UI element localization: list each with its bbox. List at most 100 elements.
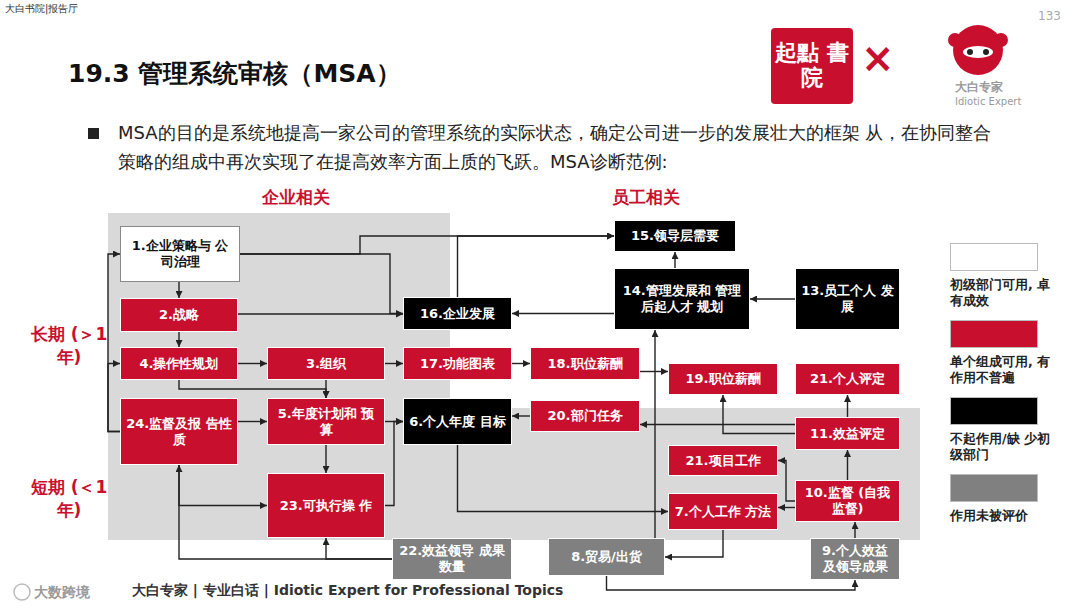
box-text: 8.贸易/出货 <box>571 549 642 565</box>
box-text: 3.组织 <box>306 356 346 372</box>
flow-arrow <box>847 395 848 417</box>
page-number: 133 <box>1038 9 1061 23</box>
box-text: 6.个人年度 目标 <box>409 414 506 430</box>
process-box: 21.个人评定 <box>795 363 900 395</box>
process-box: 4.操作性规划 <box>120 347 238 380</box>
flow-arrow <box>385 363 403 364</box>
flow-arrow <box>179 380 326 398</box>
box-text: 4.操作性规划 <box>140 356 219 372</box>
flow-arrow <box>665 530 723 557</box>
process-box: 15.领导层需要 <box>614 220 736 252</box>
flow-arrow <box>640 424 795 425</box>
flow-arrow <box>750 298 795 299</box>
process-box: 7.个人工作 方法 <box>668 493 778 530</box>
flow-arrow <box>326 538 392 559</box>
flow-arrow <box>325 445 326 473</box>
bullet-square <box>88 128 99 139</box>
flow-arrow <box>723 395 795 434</box>
process-box: 1.企业策略与 公司治理 <box>120 226 240 282</box>
legend-swatch <box>950 397 1038 425</box>
legend-text: 单个组成可用, 有作用不普遍 <box>950 354 1062 387</box>
box-text: 21.项目工作 <box>685 453 760 469</box>
flow-arrow <box>847 450 848 480</box>
flow-arrow <box>178 282 179 298</box>
process-box: 17.功能图表 <box>403 347 512 380</box>
flow-arrow <box>325 380 326 398</box>
logo-caption: 大白专家 <box>955 80 1003 94</box>
box-text: 5.年度计划和 预算 <box>273 406 379 438</box>
process-box: 24.监督及报 告性质 <box>120 398 238 465</box>
row-heading: 长期 (＞1年) <box>28 323 110 369</box>
logo-caption: Idiotic Expert <box>955 96 1021 108</box>
logo-times: × <box>861 38 895 78</box>
box-text: 18.职位薪酬 <box>547 356 622 372</box>
flow-arrow <box>512 415 530 416</box>
box-text: 14.管理发展和 管理后起人才 规划 <box>620 283 744 315</box>
process-box: 2.战略 <box>120 298 238 332</box>
flow-arrow <box>238 313 403 314</box>
process-box: 21.项目工作 <box>668 445 778 476</box>
box-text: 17.功能图表 <box>420 356 495 372</box>
watermark: 大数跨境 <box>34 584 90 601</box>
bullet-text: MSA的目的是系统地提高一家公司的管理系统的实际状态，确定公司进一步的发展壮大的… <box>118 119 998 177</box>
process-box: 10.监督 (自我监督) <box>795 480 900 522</box>
logo-box <box>771 28 853 104</box>
flow-arrow <box>654 330 655 538</box>
flow-arrow <box>179 465 267 506</box>
column-heading: 企业相关 <box>262 187 330 207</box>
box-text: 7.个人工作 方法 <box>675 504 772 520</box>
process-box: 6.个人年度 目标 <box>403 398 512 445</box>
flow-arrow <box>778 507 795 508</box>
flow-arrow <box>108 364 120 432</box>
flow-arrow <box>108 254 120 432</box>
box-text: 13.员工个人 发展 <box>801 283 894 315</box>
process-box: 23.可执行操 作 <box>267 473 385 538</box>
box-text: 20.部门任务 <box>547 408 622 424</box>
process-box: 3.组织 <box>267 347 385 380</box>
process-box: 8.贸易/出货 <box>548 538 665 576</box>
box-text: 22.效益领导 成果数量 <box>398 543 506 575</box>
legend-swatch <box>950 320 1038 348</box>
legend-text: 不起作用/缺 少初级部门 <box>950 431 1062 464</box>
process-box: 14.管理发展和 管理后起人才 规划 <box>614 268 750 330</box>
flow-arrow <box>179 465 392 559</box>
legend-swatch <box>950 243 1038 271</box>
box-text: 16.企业发展 <box>420 306 495 322</box>
flow-arrow <box>240 236 614 254</box>
box-text: 10.监督 (自我监督) <box>801 485 894 517</box>
box-text: 24.监督及报 告性质 <box>126 416 232 448</box>
legend-text: 初级部门可用, 卓有成效 <box>950 277 1062 310</box>
box-text: 15.领导层需要 <box>631 228 719 244</box>
legend-text: 作用未被评价 <box>950 508 1062 524</box>
flow-arrow <box>238 363 267 364</box>
column-heading: 员工相关 <box>612 187 680 207</box>
robot-icon <box>948 25 1008 75</box>
flow-arrow <box>458 445 669 512</box>
flow-arrow <box>458 236 615 297</box>
flow-arrow <box>674 252 675 268</box>
box-text: 19.职位薪酬 <box>685 371 760 387</box>
flow-arrow <box>512 363 530 364</box>
box-text: 21.个人评定 <box>810 371 885 387</box>
process-box: 13.员工个人 发展 <box>795 268 900 330</box>
process-box: 18.职位薪酬 <box>530 347 640 380</box>
slide-title: 19.3 管理系统审核（MSA） <box>68 57 401 90</box>
process-box: 11.效益评定 <box>795 417 900 450</box>
process-box: 20.部门任务 <box>530 400 640 432</box>
box-text: 1.企业策略与 公司治理 <box>126 238 234 270</box>
flow-arrow <box>238 421 267 422</box>
box-text: 9.个人效益 及领导成果 <box>816 543 894 575</box>
box-text: 23.可执行操 作 <box>280 498 373 514</box>
flow-arrow <box>178 332 179 347</box>
process-box: 5.年度计划和 预算 <box>267 398 385 445</box>
process-box: 19.职位薪酬 <box>668 363 778 395</box>
box-text: 2.战略 <box>159 307 199 323</box>
row-heading: 短期 (＜1年) <box>28 476 110 522</box>
flow-arrow <box>854 522 855 538</box>
flow-arrow <box>240 254 403 314</box>
process-box: 9.个人效益 及领导成果 <box>810 538 900 580</box>
flow-arrow <box>512 313 614 314</box>
flow-arrow <box>640 371 668 372</box>
header-text: 大白书院|报告厅 <box>5 3 78 15</box>
grey-region <box>450 408 920 540</box>
